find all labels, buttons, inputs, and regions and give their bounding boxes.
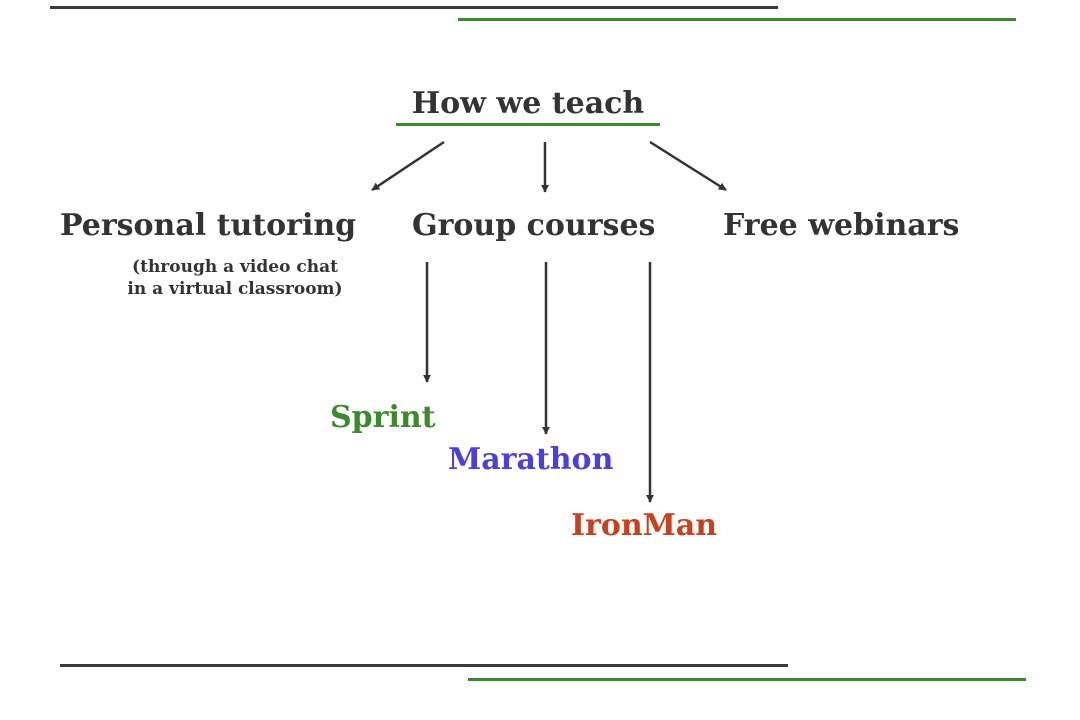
course-ironman: IronMan <box>571 508 718 543</box>
top-rule-green <box>458 18 1016 21</box>
personal-tutoring-note: (through a video chat in a virtual class… <box>100 256 370 300</box>
top-rule-dark <box>50 6 778 9</box>
diagram-title: How we teach <box>411 86 645 121</box>
course-marathon: Marathon <box>448 442 614 477</box>
arrow-title-to-personal <box>371 140 445 192</box>
bottom-rule-green <box>468 678 1026 681</box>
branch-group-courses: Group courses <box>412 208 656 243</box>
course-sprint: Sprint <box>330 400 436 435</box>
arrow-title-to-webinars <box>649 140 727 192</box>
personal-note-line1: (through a video chat <box>132 257 338 277</box>
bottom-rule-dark <box>60 664 788 667</box>
title-underline <box>396 123 660 126</box>
branch-personal-tutoring: Personal tutoring <box>60 208 357 243</box>
personal-note-line2: in a virtual classroom) <box>127 279 343 299</box>
branch-free-webinars: Free webinars <box>723 208 960 243</box>
